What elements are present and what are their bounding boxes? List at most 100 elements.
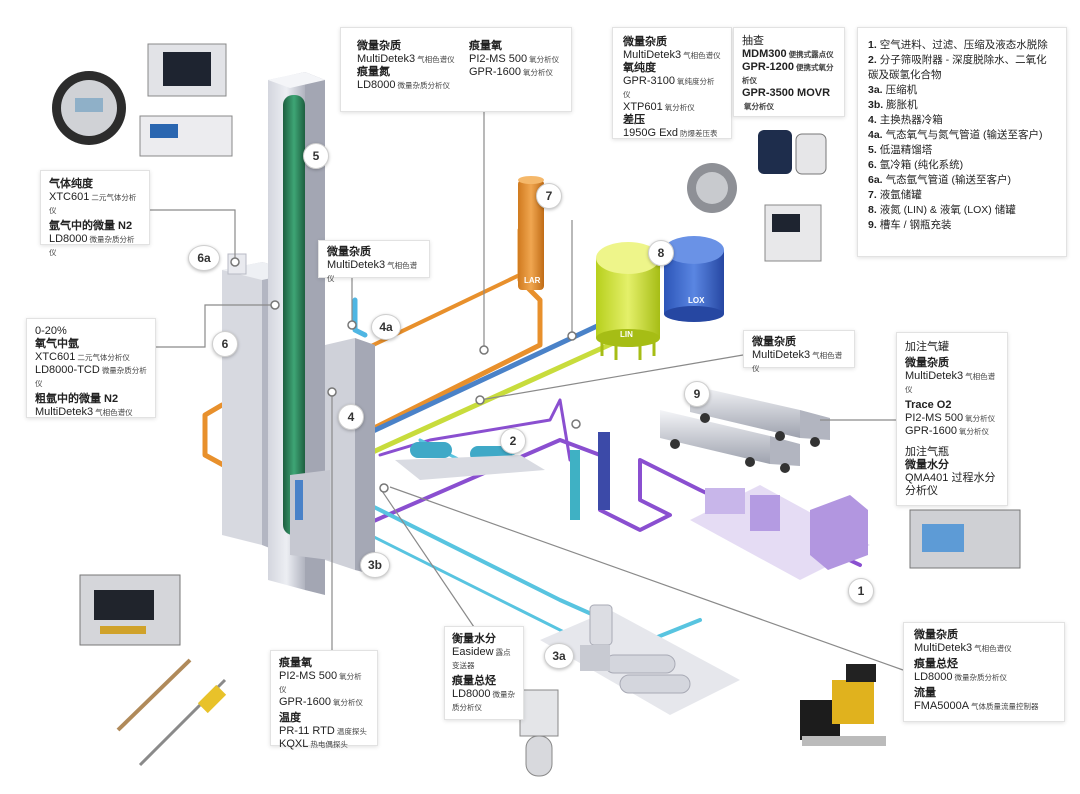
badge-6: 6 [212,331,238,357]
heading: 痕量总烃 [914,658,958,670]
legend-text: 槽车 / 钢瓶充装 [879,219,952,231]
leader-dots [230,257,581,493]
heading: 微量水分 [905,459,949,471]
legend-text: 分子筛吸附器 - 深度脱除水、二氧化碳及碳氢化合物 [868,54,1047,81]
heading: 温度 [279,712,301,724]
heading: 痕量氮 [357,66,390,78]
heading: 微量杂质 [327,246,371,258]
legend-item: 6.氩冷箱 (纯化系统) [868,158,1056,173]
compressor-area [540,604,740,715]
legend-number: 8. [868,204,877,216]
heading: Trace O2 [905,399,952,411]
badge-6a: 6a [188,245,220,271]
heading: 微量杂质 [623,36,667,48]
badge-3b: 3b [360,552,390,578]
tanker-trucks [660,385,830,473]
badge-4: 4 [338,404,364,430]
legend-item: 3a.压缩机 [868,83,1056,98]
heading: 差压 [623,114,645,126]
badge-4a: 4a [371,314,401,340]
badge-3a: 3a [544,643,574,669]
legend-item: 2.分子筛吸附器 - 深度脱除水、二氧化碳及碳氢化合物 [868,53,1056,83]
lar-label: LAR [524,276,541,285]
heading: 痕量氧 [279,657,312,669]
badge-7: 7 [536,183,562,209]
legend-item: 4a.气态氧气与氮气管道 (输送至客户) [868,128,1056,143]
legend-text: 气态氩气管道 (输送至客户) [885,174,1012,186]
instrument: GPR-3500 MOVR氧分析仪 [742,87,831,111]
heading: 加注气瓶 [905,446,949,458]
legend-item: 4.主换热器冷箱 [868,113,1056,128]
heading: 气体纯度 [49,178,93,190]
legend-number: 2. [868,54,877,66]
legend-number: 6. [868,159,877,171]
badge-8: 8 [648,240,674,266]
legend-number: 6a. [868,174,883,186]
heading: 粗氩中的微量 N2 [35,393,119,405]
legend-text: 液氩储罐 [879,189,922,201]
legend-item: 9.槽车 / 钢瓶充装 [868,218,1056,233]
badge-5: 5 [303,143,329,169]
heading: 微量杂质 [752,336,796,348]
legend-text: 低温精馏塔 [879,144,933,156]
heading: 微量杂质 [357,40,401,52]
lox-label: LOX [688,296,705,305]
heading: 0-20% [35,325,67,337]
lin-lox-tanks [596,236,724,360]
heading: 衡量水分 [452,633,496,645]
heading: 氧气中氩 [35,338,79,350]
air-feed-unit [570,432,870,580]
badge-1: 1 [848,578,874,604]
legend-item: 8.液氮 (LIN) & 液氧 (LOX) 储罐 [868,203,1056,218]
leader-lines [148,112,904,671]
heading: 微量杂质 [905,357,949,369]
badge-9: 9 [684,381,710,407]
legend-number: 4a. [868,129,883,141]
legend-item: 6a.气态氩气管道 (输送至客户) [868,173,1056,188]
legend-item: 3b.膨胀机 [868,98,1056,113]
legend-item: 5.低温精馏塔 [868,143,1056,158]
legend-text: 压缩机 [885,84,918,96]
legend-text: 膨胀机 [886,99,918,111]
instrument: QMA401 过程水分分析仪 [905,472,996,497]
lin-label: LIN [620,330,633,339]
legend-text: 主换热器冷箱 [879,114,943,126]
heading: 抽查 [742,35,764,47]
